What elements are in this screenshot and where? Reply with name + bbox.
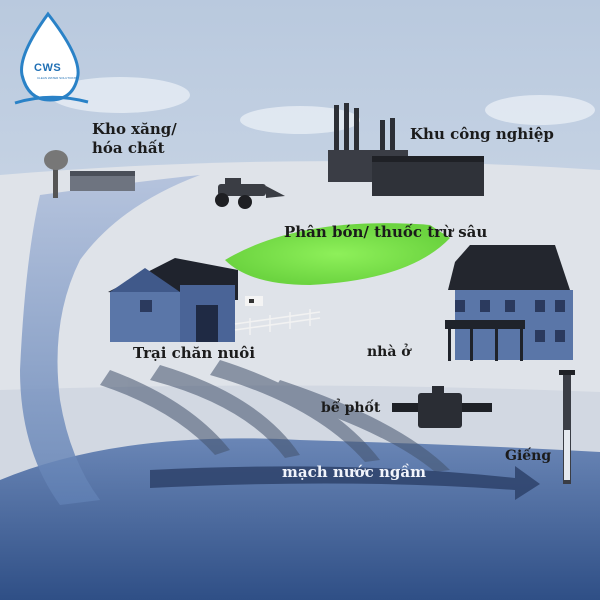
label-livestock-farm: Trại chăn nuôi: [133, 344, 256, 362]
label-well: Giếng: [505, 448, 552, 464]
fuel-storage-facility: [44, 150, 135, 198]
logo-tagline: CLEAN WATER SOLUTIONS: [37, 76, 77, 80]
well: [559, 370, 575, 484]
septic-tank: [392, 386, 492, 428]
infiltration-arrows: [100, 360, 450, 472]
label-fuel-storage: Kho xăng/ hóa chất: [92, 120, 177, 157]
cloud: [50, 77, 190, 113]
fence: [234, 309, 321, 335]
livestock-barn: [108, 258, 238, 342]
industrial-zone: [328, 103, 484, 196]
tractor: [215, 178, 285, 209]
fertilizer-field: [225, 223, 450, 285]
logo-text: CWS: [34, 62, 62, 74]
cloud: [240, 106, 360, 134]
cws-logo: [14, 11, 89, 105]
runoff-stream: [20, 175, 200, 505]
label-septic-tank: bể phốt: [321, 400, 381, 416]
label-house: nhà ở: [367, 344, 411, 360]
house: [445, 245, 573, 361]
label-groundwater: mạch nước ngầm: [282, 463, 427, 481]
label-fertilizer: Phân bón/ thuốc trừ sâu: [284, 223, 488, 241]
groundwater-flow-arrow: [150, 466, 540, 500]
cloud: [485, 95, 595, 125]
label-industrial-zone: Khu công nghiệp: [410, 125, 554, 143]
